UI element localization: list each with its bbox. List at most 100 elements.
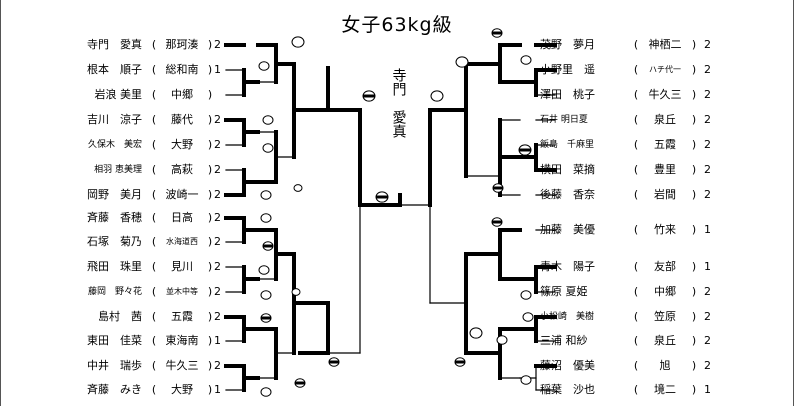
entry-name: 東田 佳菜 [87, 334, 142, 347]
close-paren: ) [691, 188, 697, 201]
champion-given: 愛真 [390, 110, 407, 138]
open-paren: ( [151, 138, 157, 151]
close-paren: ) [207, 359, 213, 372]
open-paren: ( [151, 260, 157, 273]
result-mark [260, 387, 272, 397]
open-paren: ( [633, 310, 639, 323]
result-mark [455, 56, 469, 68]
entry-team: 見川 [171, 260, 193, 273]
entry-name: 稲葉 沙也 [540, 383, 595, 396]
entry-team: 五霞 [171, 310, 193, 323]
entry-score: 2 [704, 88, 711, 101]
close-paren: ) [207, 211, 213, 224]
entry-score: 2 [214, 163, 221, 176]
entry-score: 2 [704, 163, 711, 176]
open-paren: ( [633, 163, 639, 176]
left-border [0, 0, 1, 406]
result-mark [520, 290, 532, 300]
entry-name: 三浦 和紗 [540, 334, 588, 347]
entry-score: 2 [704, 285, 711, 298]
entry-score: 2 [214, 359, 221, 372]
result-mark [262, 115, 274, 125]
entry-name: 斉藤 香穂 [87, 211, 142, 224]
close-paren: ) [207, 285, 213, 298]
entry-name: 篠原 夏姫 [540, 285, 588, 298]
entry-score: 2 [704, 63, 711, 76]
entry-name: 岡野 美月 [87, 188, 142, 201]
entry-team: 藤代 [171, 113, 193, 126]
entry-score: 2 [704, 38, 711, 51]
entry-team: 泉丘 [654, 113, 676, 126]
entry-team: 中郷 [654, 285, 676, 298]
open-paren: ( [633, 285, 639, 298]
entry-team: 牛久三 [648, 88, 682, 101]
result-mark [520, 55, 532, 65]
entry-name: 小松崎 美樹 [540, 312, 595, 322]
entry-name: 斉藤 みき [87, 383, 142, 396]
close-paren: ) [207, 260, 213, 273]
open-paren: ( [633, 113, 639, 126]
close-paren: ) [207, 235, 213, 248]
entry-score: 2 [704, 113, 711, 126]
champion-label: 寺門 愛真 [385, 68, 411, 138]
result-mark [520, 375, 532, 385]
entry-team: 五霞 [654, 138, 676, 151]
close-paren: ) [691, 113, 697, 126]
entry-score: 1 [704, 223, 711, 236]
entry-team: 岩間 [654, 188, 676, 201]
entry-score: 2 [214, 188, 221, 201]
close-paren: ) [691, 285, 697, 298]
result-mark [260, 290, 272, 300]
entry-name: 茂野 夢月 [540, 38, 595, 51]
open-paren: ( [633, 138, 639, 151]
entry-team: 大野 [171, 383, 193, 396]
entry-score: 2 [704, 138, 711, 151]
close-paren: ) [207, 138, 213, 151]
close-paren: ) [207, 310, 213, 323]
entry-name: 根本 順子 [87, 63, 142, 76]
entry-name: 藤岡 野々花 [87, 287, 142, 297]
entry-team: 総和南 [165, 63, 199, 76]
result-mark [492, 183, 504, 193]
close-paren: ) [207, 383, 213, 396]
entry-name: 小野里 遥 [540, 63, 595, 76]
open-paren: ( [151, 88, 157, 101]
entry-name: 石塚 菊乃 [87, 235, 142, 248]
entry-score: 2 [704, 188, 711, 201]
close-paren: ) [691, 359, 697, 372]
entry-team: 日高 [171, 211, 193, 224]
entry-team: 波崎一 [165, 188, 199, 201]
result-mark [469, 327, 483, 339]
entry-name: 寺門 愛真 [87, 38, 142, 51]
open-paren: ( [151, 38, 157, 51]
close-paren: ) [691, 334, 697, 347]
entry-team: 牛久三 [165, 359, 199, 372]
result-mark [496, 335, 508, 345]
open-paren: ( [633, 334, 639, 347]
entry-score: 2 [214, 285, 221, 298]
entry-team: 水海道西 [166, 237, 198, 246]
close-paren: ) [207, 113, 213, 126]
result-mark [291, 288, 301, 296]
open-paren: ( [151, 285, 157, 298]
close-paren: ) [691, 383, 697, 396]
result-mark [430, 90, 444, 102]
close-paren: ) [691, 138, 697, 151]
entry-score: 2 [214, 38, 221, 51]
result-mark [260, 213, 272, 223]
entry-name: 飛田 珠里 [87, 260, 142, 273]
open-paren: ( [151, 235, 157, 248]
entry-name: 澤田 桃子 [540, 88, 595, 101]
result-mark [258, 265, 270, 275]
entry-name: 加藤 美優 [540, 223, 595, 236]
entry-score: 2 [214, 211, 221, 224]
result-mark [294, 378, 306, 388]
result-mark [260, 313, 272, 323]
close-paren: ) [691, 163, 697, 176]
entry-name: 石井 明日夏 [540, 115, 588, 125]
close-paren: ) [691, 63, 697, 76]
result-mark [328, 357, 340, 367]
entry-name: 久保木 美宏 [87, 140, 142, 150]
entry-team: 東海南 [165, 334, 199, 347]
